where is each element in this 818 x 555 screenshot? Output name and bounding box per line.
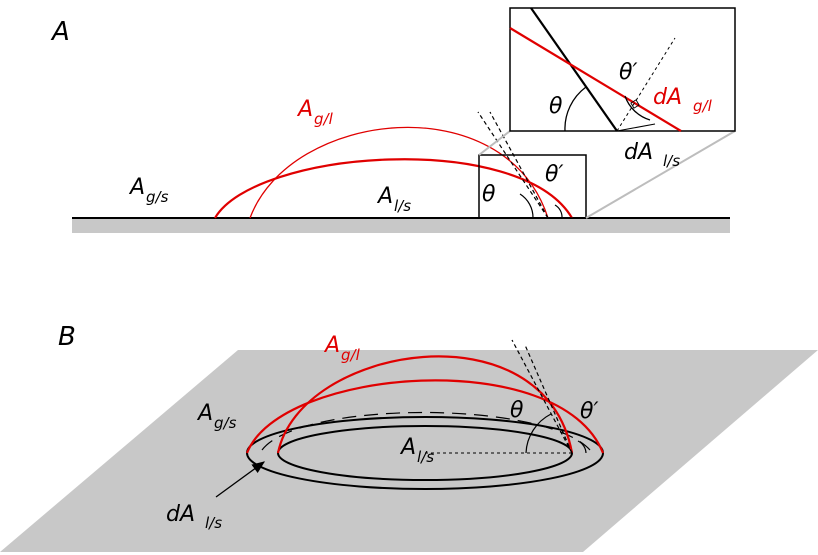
panel-b-back-edge-dashed <box>261 411 591 451</box>
svg-text:l/s: l/s <box>205 514 222 532</box>
svg-text:g/l: g/l <box>314 110 334 128</box>
panel-a-inset-da-ls-label: dA l/s <box>624 140 680 170</box>
panel-b-label-a-gl: A g/l <box>323 333 361 364</box>
panel-a-inset-ls-segment <box>616 123 656 132</box>
panel-a-label-a-gs: A g/s <box>128 175 169 206</box>
panel-a-theta-label: θ <box>482 182 496 207</box>
panel-a-zoom-box <box>478 154 587 219</box>
panel-b-tangent-theta <box>511 339 573 454</box>
panel-b-label-a-gs: A g/s <box>196 401 237 432</box>
svg-text:g/s: g/s <box>214 414 237 432</box>
panel-a-label: A <box>50 17 70 47</box>
panel-a-label-a-gl: A g/l <box>296 97 334 128</box>
panel-b-da-ls-arrow <box>215 461 266 498</box>
svg-text:g/s: g/s <box>146 188 169 206</box>
panel-b-label: B <box>58 322 76 352</box>
panel-b-theta-arc <box>525 413 552 454</box>
svg-text:l/s: l/s <box>663 152 680 170</box>
panel-a-inset-da-gl-label: dA g/l <box>653 85 713 115</box>
svg-text:A: A <box>323 333 340 358</box>
panel-a-droplet-cap-low <box>214 158 573 219</box>
panel-b-theta-prime-label: θ′ <box>580 399 598 424</box>
panel-a-inset-right-angle-marker <box>630 99 640 109</box>
panel-a-substrate <box>72 219 730 233</box>
panel-b-da-ls-label: dA l/s <box>166 502 222 532</box>
panel-a-inset-theta-prime-label: θ′ <box>619 60 637 85</box>
panel-b-theta-label: θ <box>510 398 524 423</box>
panel-a-tangent-theta <box>477 111 549 219</box>
svg-text:l/s: l/s <box>417 448 434 466</box>
panel-b: B A g/l A g/s A l/s <box>0 322 818 552</box>
panel-a-theta-prime-label: θ′ <box>545 162 563 187</box>
panel-a-connector-left <box>478 130 511 156</box>
panel-a-label-a-ls: A l/s <box>376 184 411 215</box>
panel-a-connector-right <box>585 130 736 219</box>
panel-b-label-a-ls: A l/s <box>399 435 434 466</box>
svg-text:dA: dA <box>653 85 682 110</box>
svg-text:dA: dA <box>166 502 195 527</box>
svg-text:A: A <box>376 184 393 209</box>
panel-b-surface-plane <box>0 350 818 552</box>
svg-text:g/l: g/l <box>693 97 713 115</box>
panel-a-inset-red-line <box>509 27 682 132</box>
panel-a-theta-arc <box>519 193 534 219</box>
panel-a-inset <box>509 7 736 132</box>
svg-text:A: A <box>128 175 145 200</box>
panel-b-droplet-cap-low <box>245 379 605 454</box>
panel-b-theta-prime-arc <box>577 440 587 454</box>
svg-text:A: A <box>399 435 416 460</box>
panel-a-tangent-theta-prime <box>489 111 549 219</box>
svg-text:dA: dA <box>624 140 653 165</box>
panel-a-theta-prime-arc <box>554 204 563 219</box>
svg-text:A: A <box>196 401 213 426</box>
panel-a-inset-theta-arc <box>564 86 587 132</box>
panel-a-inset-tangent-solid <box>530 7 618 132</box>
panel-a-inset-theta-prime-arc <box>624 95 651 121</box>
panel-b-tangent-theta-prime <box>524 344 573 454</box>
panel-a-inset-frame <box>509 7 736 132</box>
svg-text:A: A <box>296 97 313 122</box>
panel-a: A A g/l <box>50 7 736 233</box>
svg-text:l/s: l/s <box>394 197 411 215</box>
panel-a-inset-theta-label: θ <box>549 94 563 119</box>
panel-a-inset-dashed-line <box>616 37 676 132</box>
svg-text:g/l: g/l <box>341 346 361 364</box>
